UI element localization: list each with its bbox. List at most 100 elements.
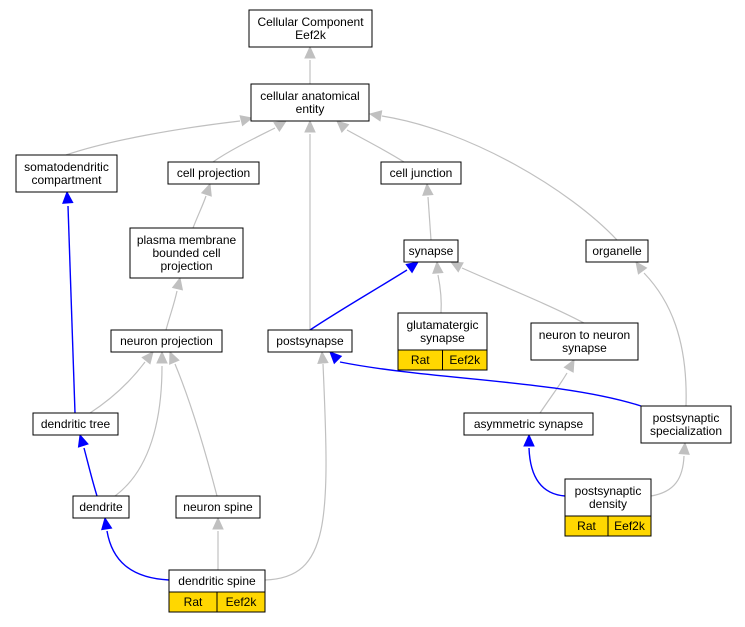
node-label: neuron spine <box>183 500 253 514</box>
node-box <box>530 322 639 361</box>
arrowhead-icon <box>405 261 419 274</box>
annotation-tag-label: Rat <box>411 353 430 367</box>
annotation-tag <box>607 515 652 537</box>
edge-ds-ps <box>264 350 329 581</box>
edge-pmb-cp <box>192 182 212 229</box>
edge-psp-ps <box>329 351 642 407</box>
edge-line <box>643 272 687 407</box>
arrowhead-icon <box>200 182 212 197</box>
edge-ds-den <box>101 516 170 581</box>
edge-sd-ca <box>65 115 254 156</box>
edge-org-ca <box>368 110 618 241</box>
edge-line <box>461 267 585 324</box>
node-box <box>463 412 594 436</box>
node-box <box>585 239 649 263</box>
edge-line <box>437 274 442 314</box>
edge-syn-cj <box>422 182 434 241</box>
arrowhead-icon <box>563 358 575 373</box>
node-box <box>110 329 223 353</box>
edge-pd-as <box>523 433 566 497</box>
node-neuron-spine[interactable]: neuron spine <box>175 495 261 519</box>
node-asymmetric-synapse[interactable]: asymmetric synapse <box>463 412 594 436</box>
node-box <box>72 495 130 519</box>
edge-ds-nsp <box>212 516 224 570</box>
edge-den-dt <box>77 433 98 497</box>
arrowhead-icon <box>169 350 180 365</box>
arrowhead-icon <box>156 350 168 364</box>
node-synapse[interactable]: synapse <box>403 239 459 263</box>
node-box <box>32 412 119 436</box>
edge-cj-ca <box>336 120 405 163</box>
node-label: cellular anatomical <box>260 89 359 103</box>
arrowhead-icon <box>368 110 383 122</box>
edge-line <box>264 363 327 581</box>
edge-line <box>65 120 241 156</box>
node-label: cell junction <box>390 166 453 180</box>
arrowhead-icon <box>141 351 154 365</box>
edge-pd-psp <box>650 441 690 497</box>
node-dendrite[interactable]: dendrite <box>72 495 130 519</box>
node-postsynapse[interactable]: postsynapse <box>267 329 353 353</box>
node-label: postsynaptic <box>653 411 720 425</box>
node-box <box>175 495 261 519</box>
arrowhead-icon <box>422 182 434 196</box>
node-box <box>564 478 652 517</box>
node-label: dendritic tree <box>41 417 111 431</box>
node-dendritic-tree[interactable]: dendritic tree <box>32 412 119 436</box>
edge-as-n2n <box>539 358 575 414</box>
arrowhead-icon <box>678 441 690 455</box>
edge-line <box>174 363 218 497</box>
edge-line <box>427 196 432 241</box>
node-label: glutamatergic <box>406 318 478 332</box>
annotation-tag-label: Rat <box>184 595 203 609</box>
node-label: somatodendritic <box>24 160 109 174</box>
edge-line <box>212 127 276 163</box>
edge-line <box>192 195 207 229</box>
node-box <box>267 329 353 353</box>
arrowhead-icon <box>635 261 648 275</box>
arrowhead-icon <box>523 433 535 447</box>
edge-ps-ca <box>304 119 316 330</box>
node-box <box>640 405 732 444</box>
edge-ca-cc <box>304 45 316 84</box>
arrowhead-icon <box>101 516 113 531</box>
node-cell-projection[interactable]: cell projection <box>167 161 260 185</box>
node-label: postsynapse <box>276 334 344 348</box>
annotation-tag <box>216 591 266 613</box>
node-organelle[interactable]: organelle <box>585 239 649 263</box>
node-box <box>248 9 373 48</box>
annotation-tag-label: Eef2k <box>614 519 646 533</box>
edge-line <box>339 361 642 407</box>
edge-line <box>346 129 405 163</box>
node-label: postsynaptic <box>575 484 642 498</box>
arrowhead-icon <box>171 276 184 291</box>
edge-nsp-np <box>169 350 218 497</box>
arrowhead-icon <box>449 261 464 273</box>
node-cell-junction[interactable]: cell junction <box>380 161 462 185</box>
edge-line <box>539 372 568 414</box>
arrowhead-icon <box>317 350 329 364</box>
annotation-tag-label: Eef2k <box>449 353 481 367</box>
node-label: synapse <box>420 331 465 345</box>
arrowhead-icon <box>304 119 316 133</box>
edge-dt-np <box>89 351 154 414</box>
node-label: dendrite <box>79 500 123 514</box>
node-label: bounded cell <box>152 246 220 260</box>
node-label: density <box>589 497 627 511</box>
node-box <box>15 154 118 193</box>
node-label: compartment <box>31 173 102 187</box>
edge-line <box>528 447 566 497</box>
annotation-tag <box>442 349 488 371</box>
node-neuron-projection[interactable]: neuron projection <box>110 329 223 353</box>
